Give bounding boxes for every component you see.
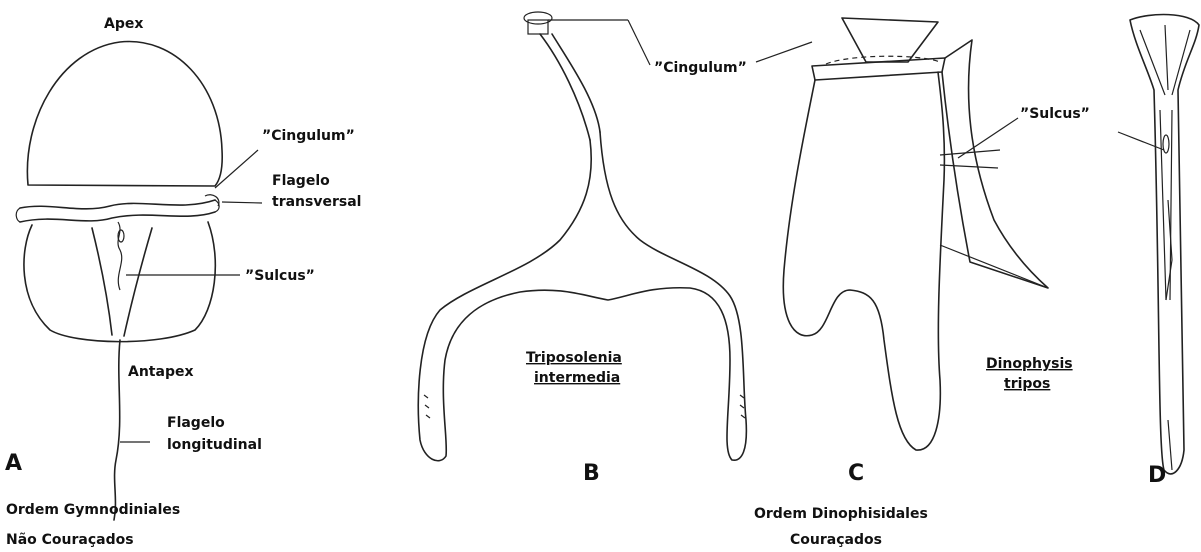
panel-a-letter: A xyxy=(5,451,22,476)
caption-nao-couracados: Não Couraçados xyxy=(6,532,134,548)
hypocone-shape xyxy=(24,222,215,342)
species-label-b-2: intermedia xyxy=(534,370,620,386)
species-label-b-1: Triposolenia xyxy=(526,350,622,366)
caption-dinophisidales: Ordem Dinophisidales xyxy=(754,506,928,522)
flagelo-longitudinal-label-1: Flagelo xyxy=(167,415,225,431)
caption-gymnodiniales: Ordem Gymnodiniales xyxy=(6,502,180,518)
flagelo-transversal-label-1: Flagelo xyxy=(272,173,330,189)
panel-c-letter: C xyxy=(848,461,864,486)
flagelo-longitudinal-label-2: longitudinal xyxy=(167,437,262,453)
species-label-c-2: tripos xyxy=(1004,376,1050,392)
cingulum-label-a: ”Cingulum” xyxy=(262,128,355,144)
sulcus-label-c: ”Sulcus” xyxy=(1020,106,1090,122)
flagelo-transversal-label-2: transversal xyxy=(272,194,361,210)
panel-b-letter: B xyxy=(583,461,600,486)
panel-d-drawing xyxy=(1130,15,1199,474)
antapex-label: Antapex xyxy=(128,364,194,380)
epicone-shape xyxy=(27,42,222,186)
apex-label: Apex xyxy=(104,16,143,32)
caption-couracados: Couraçados xyxy=(790,532,882,548)
cingulum-band xyxy=(20,200,215,222)
cingulum-label-b: ”Cingulum” xyxy=(654,60,747,76)
sulcus-groove xyxy=(92,228,152,336)
dinophysis-body xyxy=(783,72,944,450)
species-label-c-1: Dinophysis xyxy=(986,356,1073,372)
sulcus-label-a: ”Sulcus” xyxy=(245,268,315,284)
longitudinal-flagellum xyxy=(114,340,120,520)
panel-b-drawing xyxy=(418,12,746,461)
panel-d-letter: D xyxy=(1148,463,1166,488)
